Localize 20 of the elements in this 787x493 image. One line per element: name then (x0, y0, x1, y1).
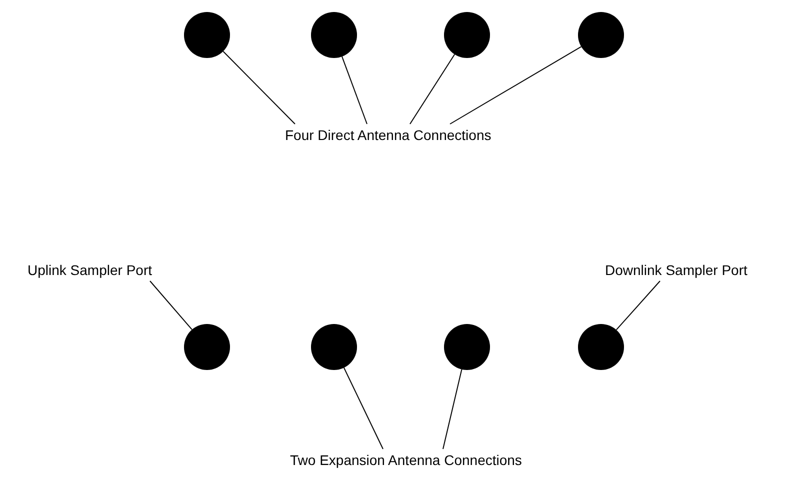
port-circle (184, 324, 230, 370)
leader-line (616, 280, 660, 330)
leader-line (150, 280, 192, 330)
port-label: Uplink Sampler Port (28, 262, 152, 278)
leader-line (410, 54, 456, 124)
leader-line (222, 50, 296, 124)
leader-line (343, 367, 384, 450)
port-circle (311, 324, 357, 370)
leader-line (342, 56, 368, 124)
leader-line (442, 368, 462, 450)
port-label: Downlink Sampler Port (605, 262, 748, 278)
port-circle (311, 12, 357, 58)
port-label: Four Direct Antenna Connections (285, 127, 492, 143)
port-circle (444, 12, 490, 58)
port-circle (184, 12, 230, 58)
port-circle (578, 12, 624, 58)
leader-line (450, 46, 582, 124)
port-circle (444, 324, 490, 370)
port-label: Two Expansion Antenna Connections (290, 452, 522, 468)
port-circle (578, 324, 624, 370)
